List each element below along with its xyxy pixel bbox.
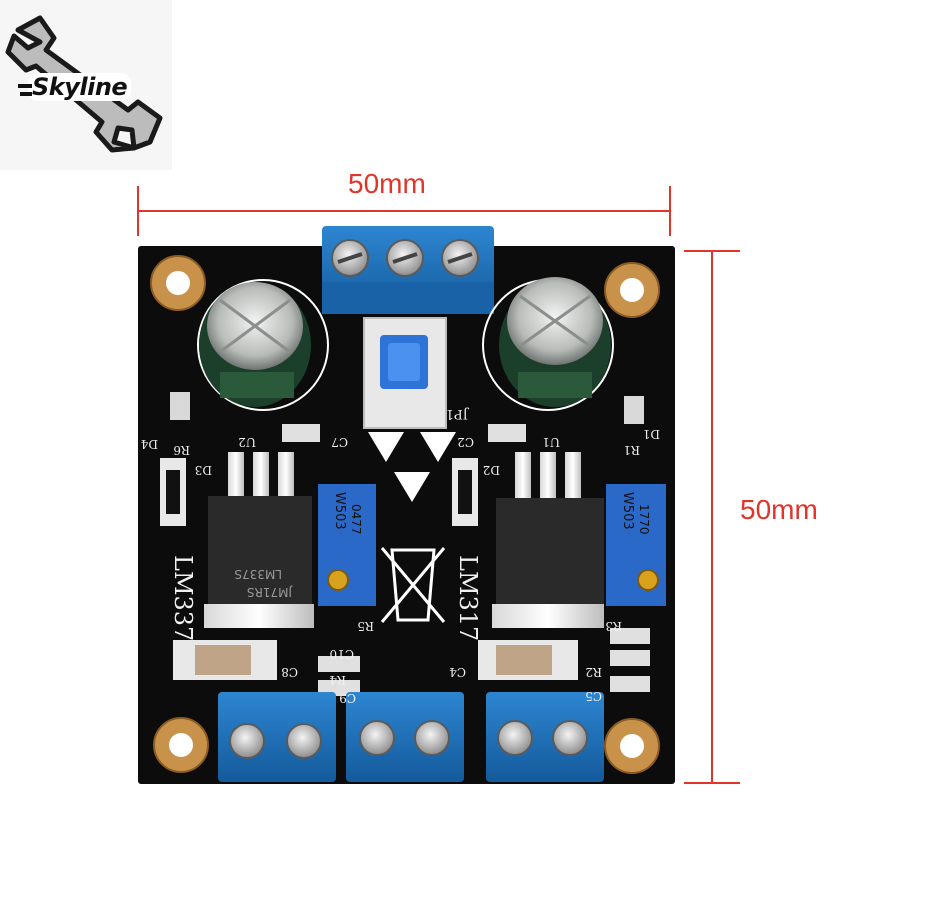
silk-r4: R4 — [329, 673, 346, 687]
top-terminal-block — [322, 226, 494, 314]
silk-lm317: LM317 — [454, 555, 482, 641]
silk-u1: U1 — [542, 435, 560, 449]
silk-d1: D1 — [643, 427, 660, 441]
silk-u2: U2 — [238, 435, 256, 449]
push-switch — [363, 317, 447, 429]
silk-c8: C8 — [281, 665, 298, 679]
trimmer-left-code: 0477 — [349, 504, 363, 535]
silk-lm337: LM337 — [169, 555, 197, 641]
silk-r1: R1 — [623, 443, 640, 457]
silk-c5: C5 — [585, 689, 602, 703]
logo: Skyline — [0, 0, 172, 170]
silk-r2: R2 — [585, 665, 602, 679]
silk-c10: C10 — [330, 647, 354, 661]
height-dimension-tick-top — [684, 250, 740, 252]
width-dimension-label: 50mm — [348, 168, 426, 199]
warning-triangle-icon — [368, 432, 456, 502]
regulator-left — [204, 452, 314, 628]
silk-r5: R5 — [357, 619, 374, 633]
silk-r3: R3 — [605, 619, 622, 633]
height-dimension-tick-bottom — [684, 782, 740, 784]
silk-d3: D3 — [195, 463, 212, 477]
silk-c2: C2 — [457, 435, 474, 449]
silk-c7: C7 — [331, 435, 348, 449]
capacitor-right — [482, 277, 614, 411]
brand-logo-text: Skyline — [28, 73, 132, 101]
silk-c4: C4 — [449, 665, 466, 679]
height-dimension-label: 50mm — [740, 494, 818, 525]
chip-left-code: LM337S — [234, 567, 282, 581]
width-dimension-tick-right — [669, 186, 671, 236]
weee-bin-icon — [380, 547, 446, 623]
smd-components — [160, 392, 650, 696]
height-dimension-line — [711, 251, 713, 783]
width-dimension-tick-left — [137, 186, 139, 236]
silk-d2: D2 — [483, 463, 500, 477]
silk-r6: R6 — [173, 443, 190, 457]
regulator-right — [492, 452, 604, 628]
trimmer-left-marking: W503 — [332, 492, 347, 530]
trimmer-right-marking: W503 — [620, 492, 635, 530]
logo-speed-lines — [18, 84, 32, 96]
trimmer-left — [318, 484, 376, 606]
mounting-holes — [150, 255, 660, 774]
bottom-terminal-blocks — [218, 692, 604, 782]
trimmer-right — [606, 484, 666, 606]
chip-left-marking: JM71RS — [247, 585, 293, 599]
silk-d4: D4 — [140, 437, 158, 451]
width-dimension-line — [138, 210, 671, 212]
trimmer-right-code: 1770 — [637, 504, 651, 535]
capacitor-left — [197, 279, 329, 411]
silk-jp1: JP1 — [446, 406, 470, 421]
silk-c9: C9 — [339, 691, 356, 705]
